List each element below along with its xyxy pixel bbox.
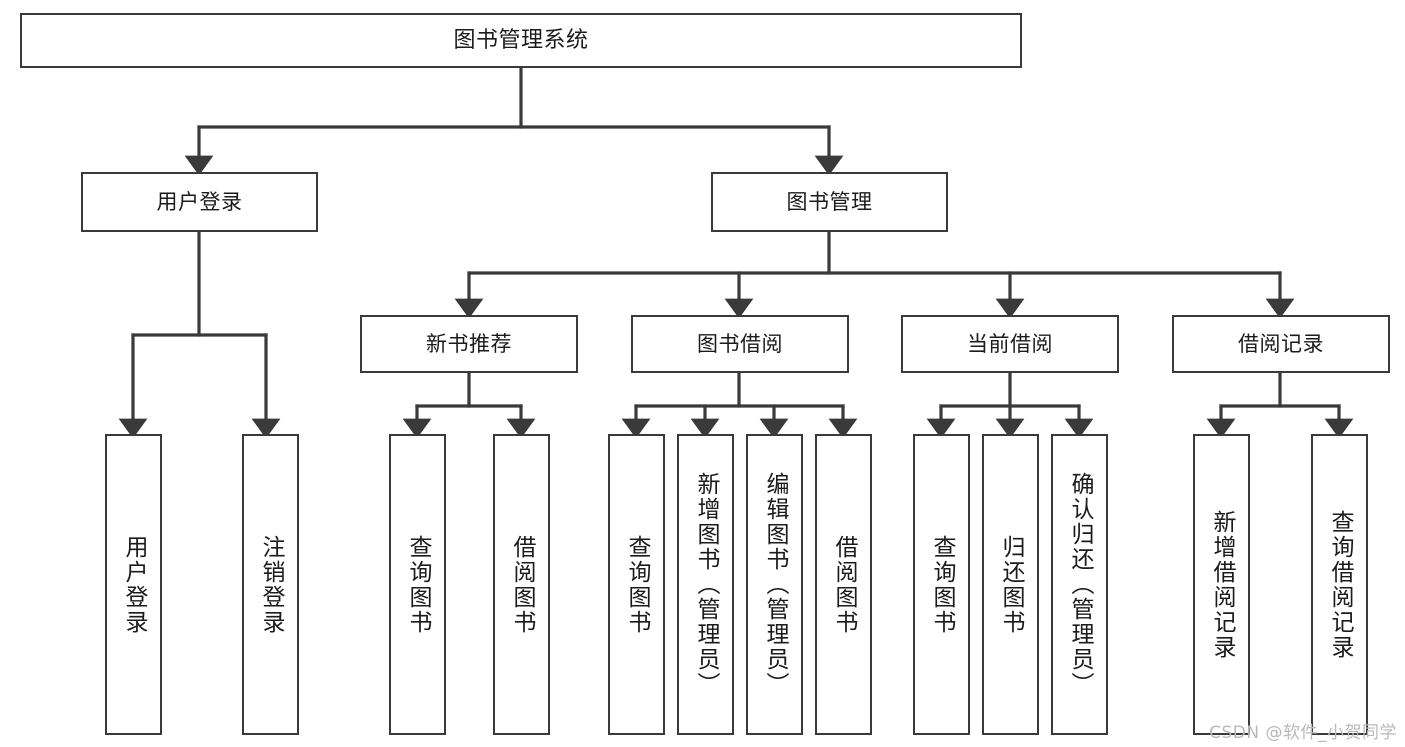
node-label: 注销登录	[258, 534, 284, 635]
leaf-book-borrow-add[interactable]: 新增图书（管理员）	[677, 434, 734, 735]
leaf-book-borrow-edit[interactable]: 编辑图书（管理员）	[746, 434, 803, 735]
node-label: 新增图书（管理员）	[693, 472, 719, 697]
node-root-system[interactable]: 图书管理系统	[20, 13, 1022, 68]
leaf-book-borrow-borrow[interactable]: 借阅图书	[815, 434, 872, 735]
leaf-borrow-record-add[interactable]: 新增借阅记录	[1193, 434, 1250, 735]
node-label: 查询借阅记录	[1327, 509, 1353, 660]
node-label: 查询图书	[405, 534, 431, 635]
node-new-book-recommend[interactable]: 新书推荐	[360, 315, 578, 373]
node-label: 用户登录	[156, 189, 243, 214]
node-book-management[interactable]: 图书管理	[711, 172, 948, 232]
node-user-login[interactable]: 用户登录	[81, 172, 318, 232]
leaf-new-book-query[interactable]: 查询图书	[389, 434, 446, 735]
node-label: 新增借阅记录	[1209, 509, 1235, 660]
node-label: 图书管理	[786, 189, 873, 214]
watermark-text: CSDN @软件_小贺同学	[1209, 723, 1397, 743]
node-label: 借阅图书	[831, 534, 857, 635]
node-label: 新书推荐	[426, 331, 512, 356]
node-label: 当前借阅	[967, 331, 1053, 356]
node-label: 查询图书	[624, 534, 650, 635]
node-label: 查询图书	[929, 534, 955, 635]
node-label: 图书借阅	[697, 331, 783, 356]
leaf-new-book-borrow[interactable]: 借阅图书	[493, 434, 550, 735]
leaf-user-login-logout[interactable]: 注销登录	[242, 434, 299, 735]
node-label: 借阅记录	[1238, 331, 1324, 356]
node-label: 借阅图书	[509, 534, 535, 635]
node-book-borrow[interactable]: 图书借阅	[631, 315, 849, 373]
leaf-current-borrow-query[interactable]: 查询图书	[913, 434, 970, 735]
leaf-current-borrow-return[interactable]: 归还图书	[982, 434, 1039, 735]
node-current-borrow[interactable]: 当前借阅	[901, 315, 1119, 373]
node-label: 编辑图书（管理员）	[762, 472, 788, 697]
leaf-user-login-login[interactable]: 用户登录	[105, 434, 162, 735]
leaf-book-borrow-query[interactable]: 查询图书	[608, 434, 665, 735]
node-label: 图书管理系统	[453, 27, 589, 53]
leaf-borrow-record-query[interactable]: 查询借阅记录	[1311, 434, 1368, 735]
node-label: 用户登录	[121, 534, 147, 635]
node-label: 确认归还（管理员）	[1067, 472, 1093, 697]
node-label: 归还图书	[998, 534, 1024, 635]
node-borrow-record[interactable]: 借阅记录	[1172, 315, 1390, 373]
leaf-current-borrow-confirm-return[interactable]: 确认归还（管理员）	[1051, 434, 1108, 735]
